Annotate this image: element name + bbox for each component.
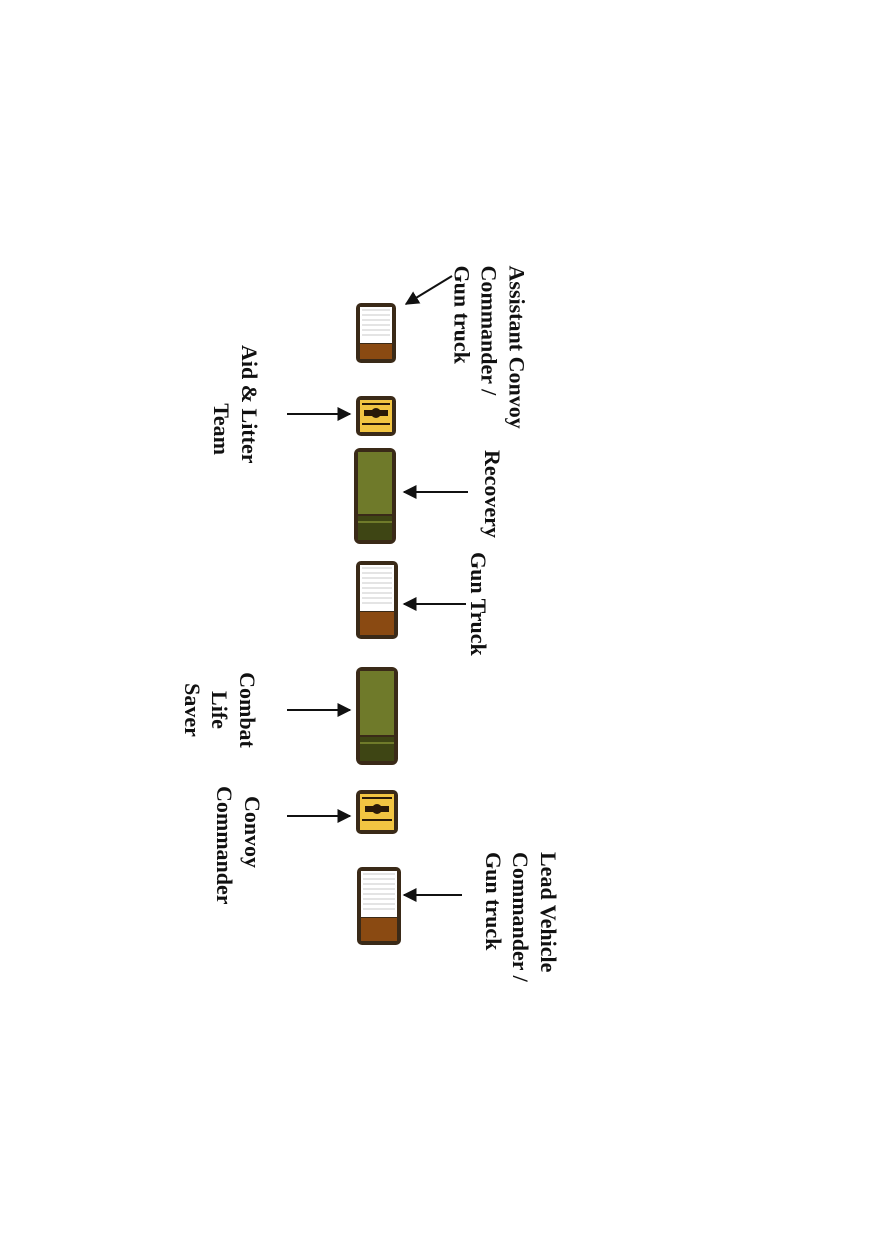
label-lead-vehicle: Lead Vehicle Commander / Gun truck bbox=[481, 852, 561, 982]
vehicle-convoy-commander bbox=[356, 790, 398, 834]
vehicle-recovery bbox=[354, 448, 396, 544]
label-cls: Combat Life Saver bbox=[180, 672, 260, 748]
vehicle-gun-truck bbox=[356, 561, 398, 639]
vehicle-aid-litter bbox=[356, 396, 396, 436]
label-convoy-commander: Convoy Commander bbox=[212, 786, 266, 905]
vehicle-lead-vehicle bbox=[357, 867, 401, 945]
vehicle-acc-gun-truck bbox=[356, 303, 396, 363]
label-acc-gun-truck: Assistant Convoy Commander / Gun truck bbox=[449, 265, 530, 429]
label-recovery: Recovery bbox=[480, 450, 505, 538]
arrow-acc bbox=[404, 275, 453, 305]
vehicle-cls bbox=[356, 667, 398, 765]
label-gun-truck: Gun Truck bbox=[466, 552, 491, 656]
label-aid-litter: Aid & Litter Team bbox=[209, 345, 263, 464]
